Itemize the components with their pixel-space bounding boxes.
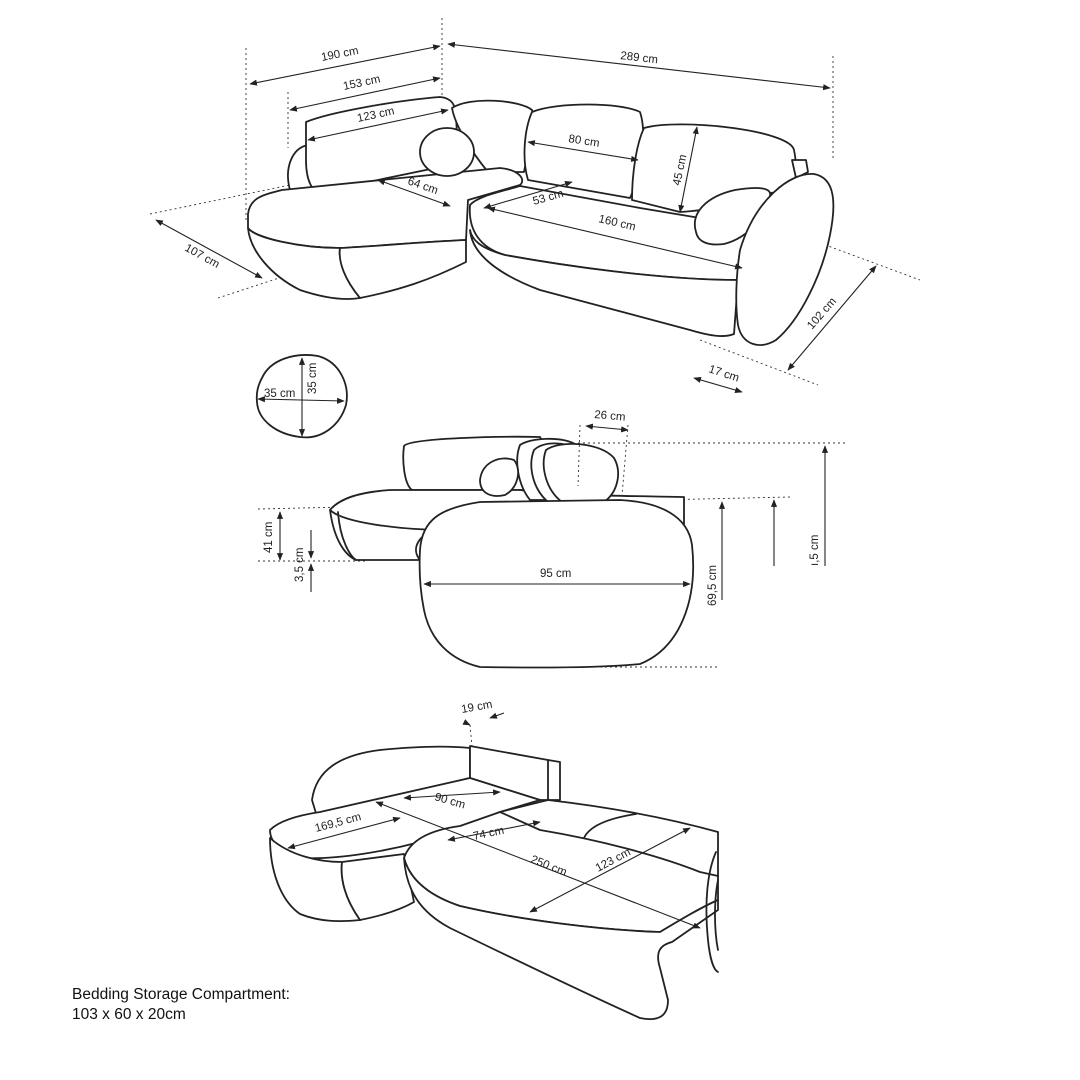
dim-bed-arm: 19 cm [460, 699, 493, 716]
dim-pillow-h: 35 cm [307, 363, 319, 394]
round-pillow-top [419, 127, 475, 177]
dim-corner-width: 190 cm [320, 45, 359, 64]
dim-side-length: 95 cm [540, 568, 571, 580]
side-pillow [479, 457, 519, 497]
dim-seat-height: 41 cm [263, 522, 275, 553]
side-view: 26 cm 41 cm 3,5 cm 95 cm 69,5 cm ı,5 cm [257, 409, 845, 669]
storage-note-title: Bedding Storage Compartment: [72, 986, 290, 1003]
dim-corner-inner: 153 cm [342, 73, 381, 93]
dim-side-depth: 102 cm [805, 296, 839, 332]
bed-view: 19 cm 169,5 cm 90 cm 74 cm 250 cm 123 cm [269, 699, 719, 1020]
dim-arm-height: 69,5 cm [707, 565, 719, 606]
storage-note: Bedding Storage Compartment: 103 x 60 x … [72, 985, 290, 1025]
dim-depth: 107 cm [183, 242, 222, 271]
backrest-right-end [791, 159, 809, 179]
dim-total-width: 289 cm [620, 50, 659, 66]
chaise-base-right [338, 239, 467, 299]
dim-cushion-back: 80 cm [568, 133, 601, 150]
top-view: 190 cm 289 cm 153 cm 123 cm 64 cm 107 cm… [149, 18, 921, 394]
dim-arm-width: 17 cm [707, 363, 741, 384]
dim-head-depth: 26 cm [594, 409, 626, 424]
dim-total-height: ı,5 cm [809, 535, 821, 566]
side-back-cushion-3 [542, 443, 619, 503]
dim-leg-height: 3,5 cm [294, 547, 306, 582]
dim-pillow-w: 35 cm [264, 388, 295, 400]
storage-note-size: 103 x 60 x 20cm [72, 1006, 186, 1023]
pillow-view: 35 cm 35 cm [255, 354, 348, 439]
side-base-left-2 [337, 511, 357, 561]
